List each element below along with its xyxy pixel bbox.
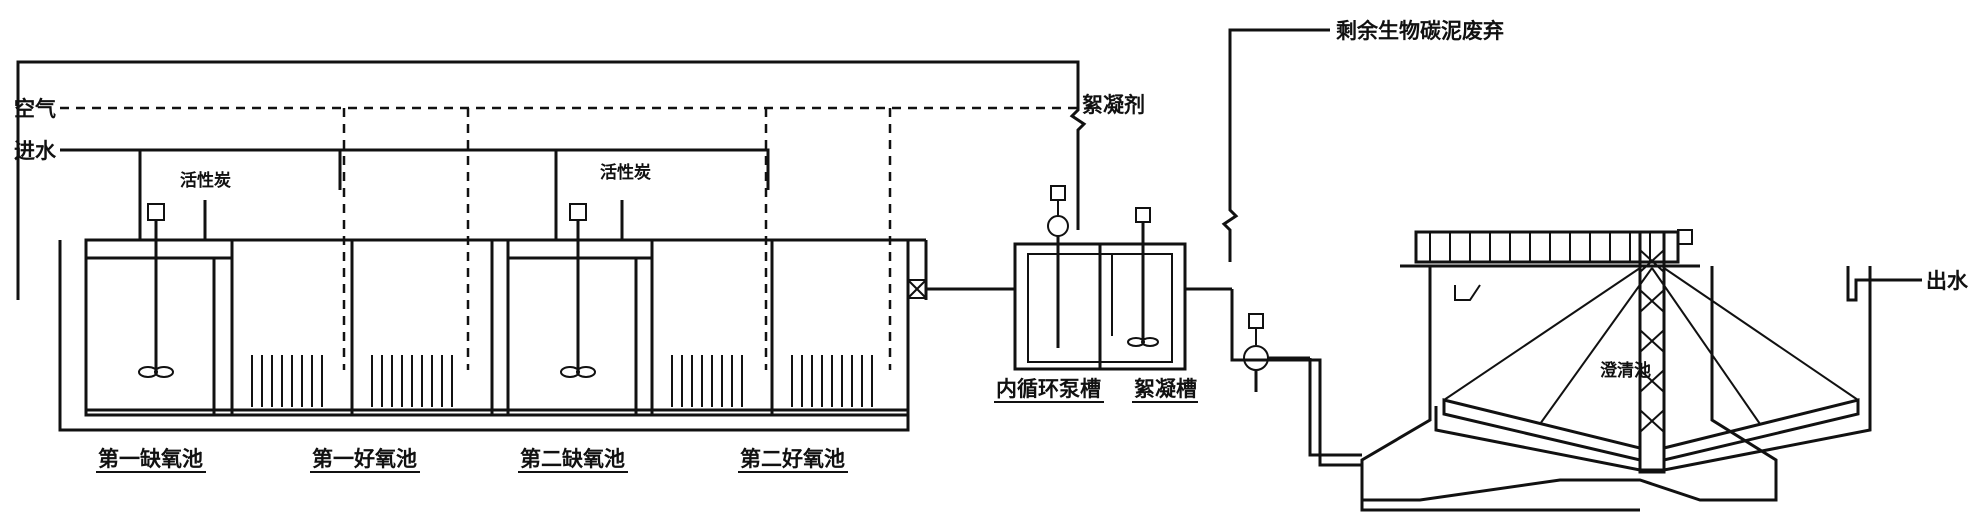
anoxic-tank-2 <box>490 200 654 417</box>
recirc-and-floc-tanks <box>1013 185 1362 467</box>
flocculant-label: 絮凝剂 <box>1082 93 1145 117</box>
anoxic-tank-1 <box>84 200 234 417</box>
caption-underlines <box>96 401 1198 473</box>
outlet-label: 出水 <box>1926 269 1969 293</box>
valve-icon <box>907 279 927 299</box>
surplus-sludge-label: 剩余生物碳泥废弃 <box>1336 19 1504 43</box>
aerobic-tank-1 <box>230 238 494 417</box>
stirrer-icon <box>1127 222 1159 347</box>
motor-icon <box>569 203 587 221</box>
clarifier <box>1360 229 1922 512</box>
caption-aerobic-1: 第一好氧池 <box>312 447 417 471</box>
internal-recycle-line <box>16 60 1087 300</box>
caption-recirc-pump-tank: 内循环泵槽 <box>996 377 1101 401</box>
inlet-line <box>60 148 770 240</box>
caption-anoxic-1: 第一缺氧池 <box>98 447 203 471</box>
caption-anoxic-2: 第二缺氧池 <box>520 447 625 471</box>
surplus-sludge-line <box>1221 28 1362 457</box>
clarifier-label: 澄清池 <box>1600 360 1651 381</box>
stirrer-icon <box>560 220 596 378</box>
activated-carbon-label-1: 活性炭 <box>180 170 231 191</box>
caption-aerobic-2: 第二好氧池 <box>740 447 845 471</box>
motor-icon <box>147 203 165 221</box>
caption-floc-tank: 絮凝槽 <box>1134 377 1197 401</box>
activated-carbon-label-2: 活性炭 <box>600 162 651 183</box>
pump-icon <box>1243 313 1362 457</box>
stirrer-icon <box>138 220 174 378</box>
inlet-label: 进水 <box>14 139 57 163</box>
motor-icon <box>1135 207 1151 223</box>
aerobic-tank-2 <box>650 238 910 417</box>
center-column <box>1638 230 1666 474</box>
air-label: 空气 <box>14 97 56 121</box>
scraper-arms <box>1442 267 1860 462</box>
aerator-icon <box>251 355 453 407</box>
scraper-bridge-icon <box>1400 229 1700 268</box>
aerator-icon <box>671 355 873 407</box>
pump-icon <box>1047 185 1069 348</box>
